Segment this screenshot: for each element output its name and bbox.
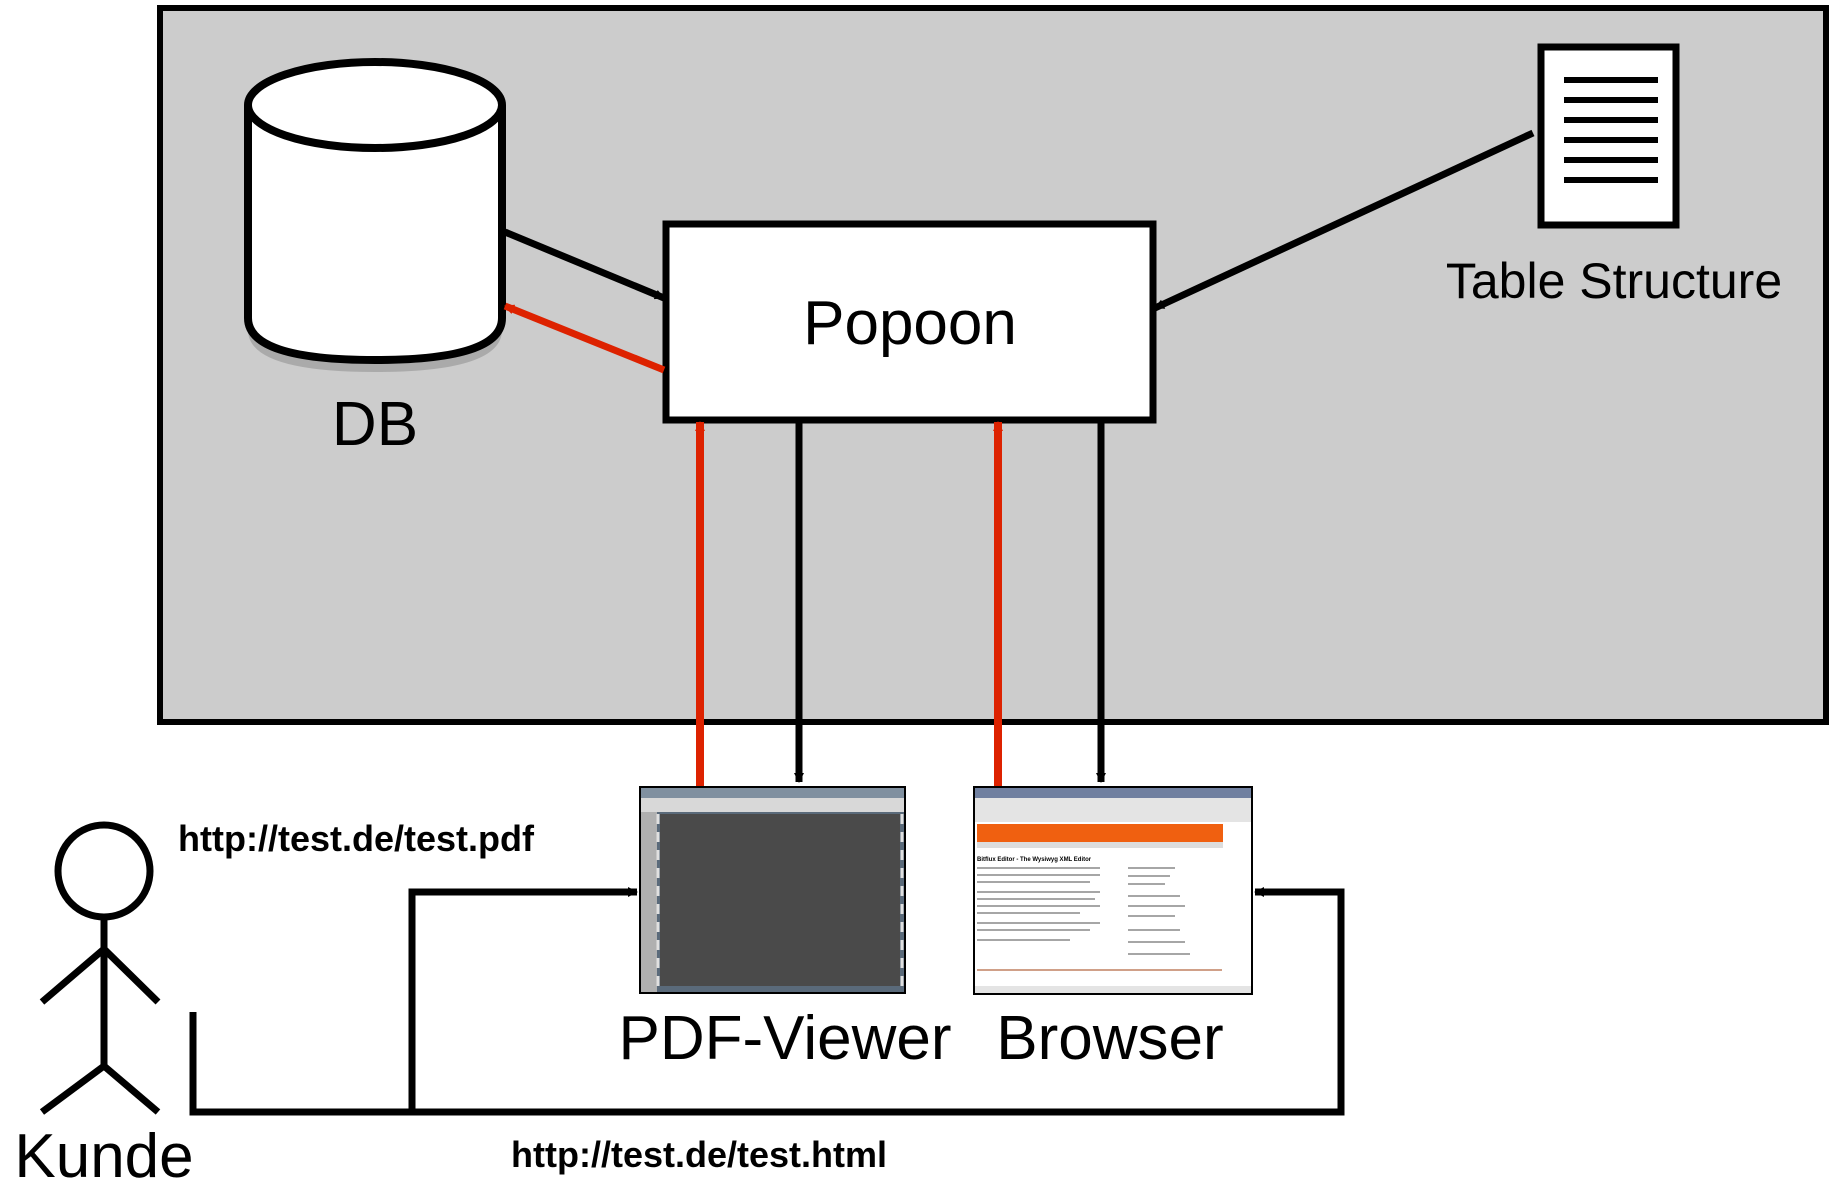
browser-statusbar (975, 986, 1251, 993)
table-structure-label: Table Structure (1446, 253, 1782, 309)
arrow-popoon-to-db (503, 302, 666, 374)
browser-page-title: Bitflux Editor - The Wysiwyg XML Editor (977, 857, 1092, 863)
document-icon (1537, 43, 1680, 229)
db-label: DB (332, 390, 418, 459)
pdf-viewer-titlebar (641, 788, 904, 798)
db-cylinder-body (244, 105, 506, 365)
pdf-viewer-screen (660, 814, 900, 986)
popoon-box (662, 220, 1157, 424)
kunde-leg-left (39, 1063, 107, 1115)
pdf-viewer-node: PDF-Viewer (618, 786, 952, 1073)
browser-toolbar (975, 798, 1251, 822)
html-url-label: http://test.de/test.html (511, 1134, 887, 1175)
browser-nav-strip (977, 842, 1223, 848)
arrow-kunde-to-browser (189, 887, 1345, 1116)
browser-titlebar (975, 788, 1251, 798)
arrow-table-to-popoon (1153, 129, 1535, 312)
browser-label: Browser (996, 1004, 1223, 1073)
arrow-kunde-to-pdfviewer (189, 887, 638, 1116)
kunde-actor (39, 821, 161, 1115)
pdf-viewer-sidebar (641, 812, 657, 992)
arrow-db-to-popoon (503, 228, 666, 302)
db-node: DB (244, 58, 506, 459)
kunde-arm-right (101, 946, 161, 1005)
kunde-label: Kunde (14, 1122, 193, 1179)
db-cylinder-top (244, 58, 506, 152)
pdf-viewer-label: PDF-Viewer (618, 1004, 951, 1073)
pdf-url-label: http://test.de/test.pdf (178, 818, 535, 859)
browser-node: Bitflux Editor - The Wysiwyg XML Editor … (973, 786, 1253, 1073)
browser-content-lines (977, 867, 1190, 955)
document-lines-icon (1564, 77, 1658, 183)
kunde-head (54, 821, 154, 921)
kunde-arm-left (39, 946, 107, 1005)
browser-banner (977, 824, 1223, 842)
popoon-node: Popoon (662, 220, 1157, 424)
table-structure-node: Table Structure (1446, 43, 1782, 309)
pdf-viewer-toolbar (641, 798, 904, 812)
popoon-label: Popoon (803, 289, 1017, 358)
kunde-leg-right (101, 1063, 161, 1115)
